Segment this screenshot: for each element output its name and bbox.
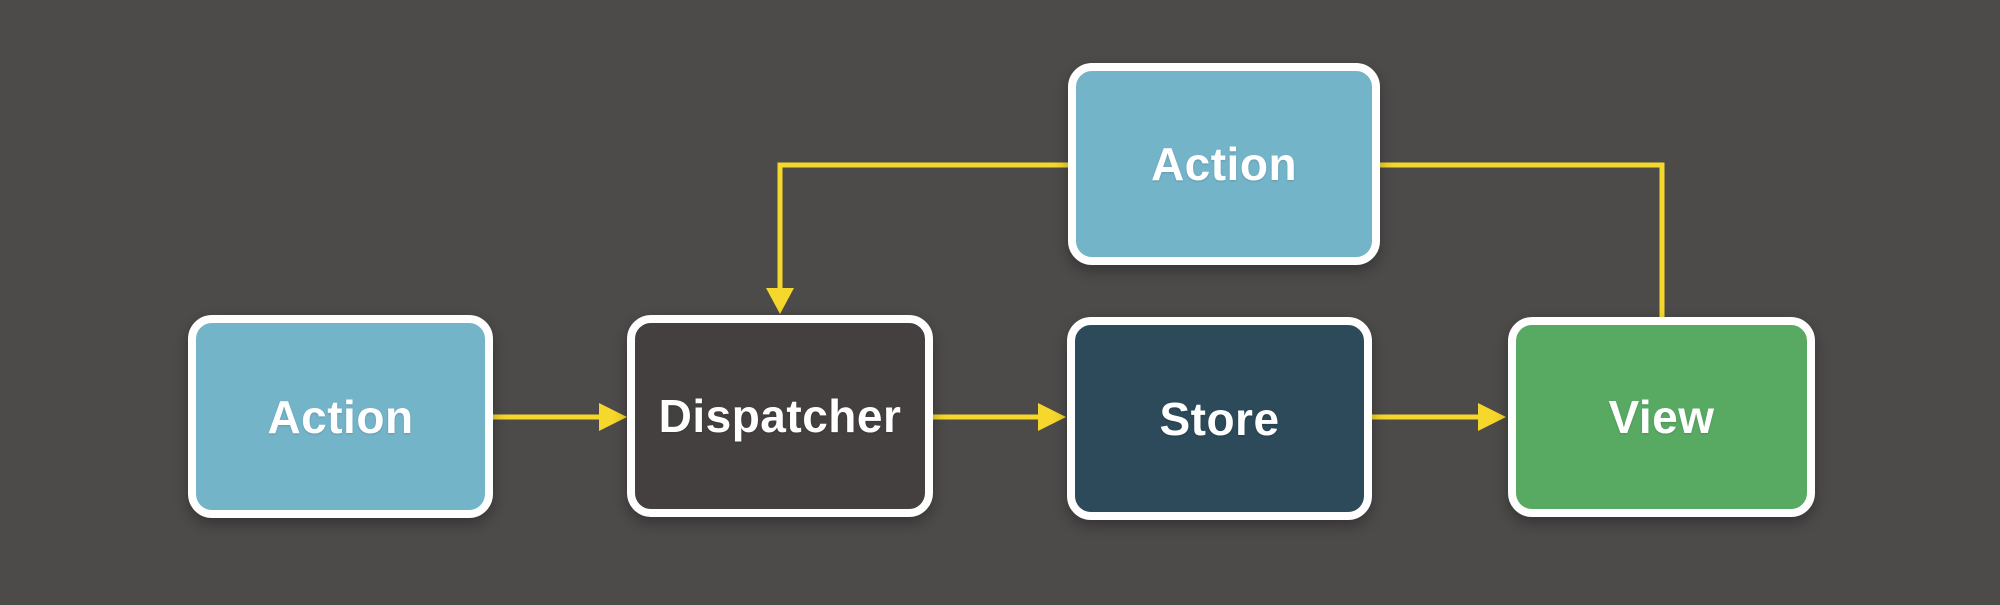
node-store-label: Store [1159,392,1280,445]
edge-action-top-to-dispatcher-arrowhead-icon [766,288,794,314]
edge-view-to-action-top [1380,162,1665,317]
node-action-top: Action [1068,63,1380,265]
node-action-top-label: Action [1150,138,1298,190]
node-view: View [1508,317,1815,517]
node-store: Store [1067,317,1372,520]
edge-dispatcher-to-store-arrowhead-icon [1038,403,1066,431]
edge-action-top-to-dispatcher [777,162,1068,291]
node-view-label: View [1608,391,1715,443]
edge-action-to-dispatcher-arrowhead-icon [599,403,627,431]
edge-store-to-view-arrowhead-icon [1478,403,1506,431]
node-dispatcher-label: Dispatcher [658,390,902,442]
node-action-label: Action [267,390,414,443]
node-action: Action [188,315,493,518]
node-dispatcher: Dispatcher [627,315,933,517]
